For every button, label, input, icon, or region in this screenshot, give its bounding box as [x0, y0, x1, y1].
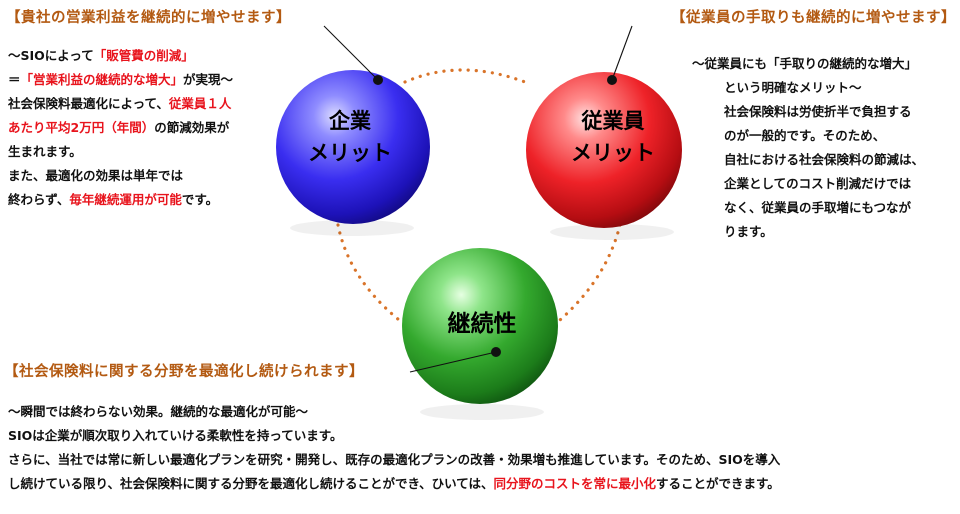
continuity-pointer-dot — [491, 347, 501, 357]
employee-text-line: のが一般的です。そのため、 — [724, 128, 886, 143]
continuity-sphere-label: 継続性 — [448, 310, 517, 337]
company-pointer-dot — [373, 75, 383, 85]
employee-text-line: 〜従業員にも「手取りの継続的な増大」 — [692, 56, 918, 71]
company-text-line: 社会保険料最適化によって、従業員１人 — [8, 96, 232, 111]
dotted-ring — [336, 68, 622, 332]
employee-text-line: ります。 — [724, 224, 773, 239]
employee-text-line: という明確なメリット〜 — [724, 80, 862, 95]
company-sphere-label-line2: メリット — [308, 141, 392, 165]
company-description: 〜SIOによって「販管費の削減」 ＝「営業利益の継続的な増大」が実現〜 社会保険… — [8, 44, 233, 212]
company-text-line: 終わらず、毎年継続運用が可能です。 — [8, 192, 219, 207]
employee-text-line: 自社における社会保険料の節減は、 — [724, 152, 925, 167]
employee-sphere — [526, 72, 682, 228]
company-sphere-label-line1: 企業 — [328, 109, 372, 133]
employee-text-line: 社会保険料は労使折半で負担する — [724, 104, 912, 119]
company-text-line: ＝「営業利益の継続的な増大」が実現〜 — [8, 72, 234, 87]
employee-sphere-label-line2: メリット — [571, 141, 655, 165]
company-sphere — [276, 70, 430, 224]
continuity-description: 〜瞬間では終わらない効果。継続的な最適化が可能〜 SIOは企業が順次取り入れてい… — [8, 400, 780, 496]
employee-sphere-label-line1: 従業員 — [581, 109, 645, 133]
bottom-text-line: SIOは企業が順次取り入れていける柔軟性を持っています。 — [8, 428, 343, 443]
company-text-line: 生まれます。 — [8, 144, 82, 159]
pointer-lines — [323, 25, 633, 373]
company-text-line: また、最適化の効果は単年では — [8, 168, 184, 183]
social-insurance-heading: 【社会保険料に関する分野を最適化し続けられます】 — [4, 364, 364, 380]
company-heading: 【貴社の営業利益を継続的に増やせます】 — [6, 10, 291, 26]
bottom-text-line: 〜瞬間では終わらない効果。継続的な最適化が可能〜 — [8, 404, 309, 419]
employee-heading: 【従業員の手取りも継続的に増やせます】 — [671, 10, 956, 26]
employee-text-line: 企業としてのコスト削減だけでは — [724, 176, 912, 191]
bottom-text-line: さらに、当社では常に新しい最適化プランを研究・開発し、既存の最適化プランの改善・… — [8, 452, 781, 467]
company-text-line: 〜SIOによって「販管費の削減」 — [8, 48, 194, 63]
bottom-text-line: し続けている限り、社会保険料に関する分野を最適化し続けることができ、ひいては、同… — [8, 476, 780, 491]
employee-pointer-dot — [607, 75, 617, 85]
employee-description: 〜従業員にも「手取りの継続的な増大」 という明確なメリット〜 社会保険料は労使折… — [692, 52, 924, 244]
employee-text-line: なく、従業員の手取増にもつなが — [724, 200, 912, 215]
company-text-line: あたり平均2万円（年間）の節減効果が — [8, 120, 230, 135]
